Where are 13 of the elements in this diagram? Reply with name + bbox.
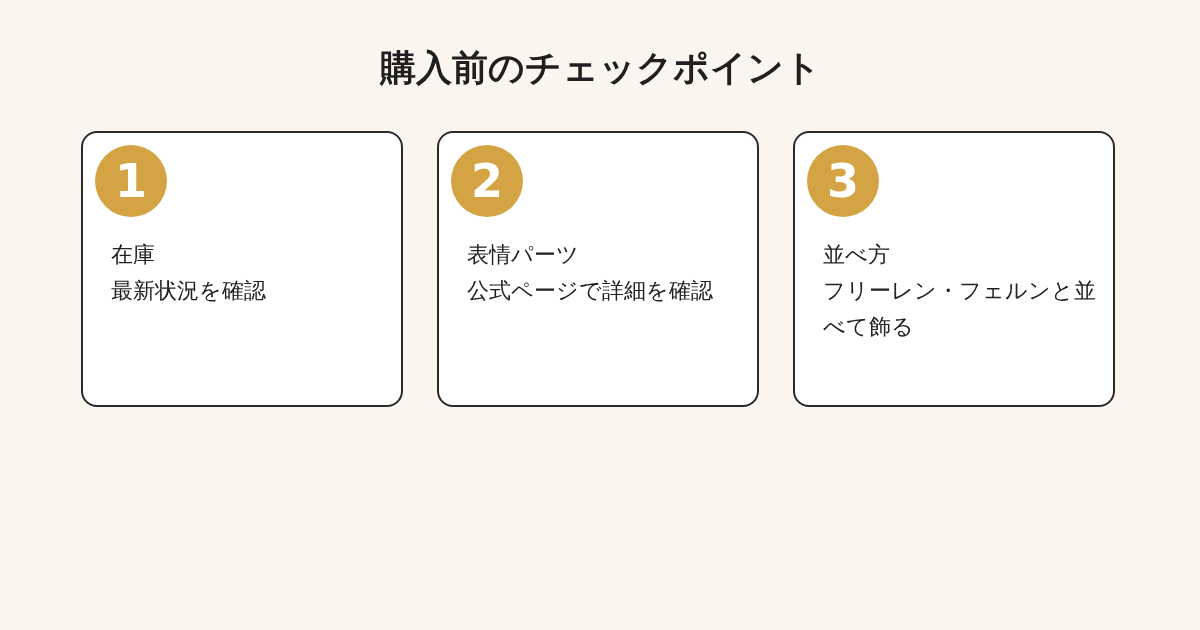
step-number-badge: 3 [807,145,879,217]
card-text: フリーレン・フェルンと並べて飾る [823,277,1097,341]
card [793,131,1115,407]
title: 購入前のチェックポイント [379,46,821,90]
card-heading: 表情パーツ [467,241,580,269]
card-text: 最新状況を確認 [111,277,267,305]
card-heading: 在庫 [111,241,156,269]
card [437,131,759,407]
card-heading: 並べ方 [823,241,891,269]
card-text: 公式ページで詳細を確認 [467,277,714,305]
step-number-badge: 1 [95,145,167,217]
step-number-badge: 2 [451,145,523,217]
card [81,131,403,407]
